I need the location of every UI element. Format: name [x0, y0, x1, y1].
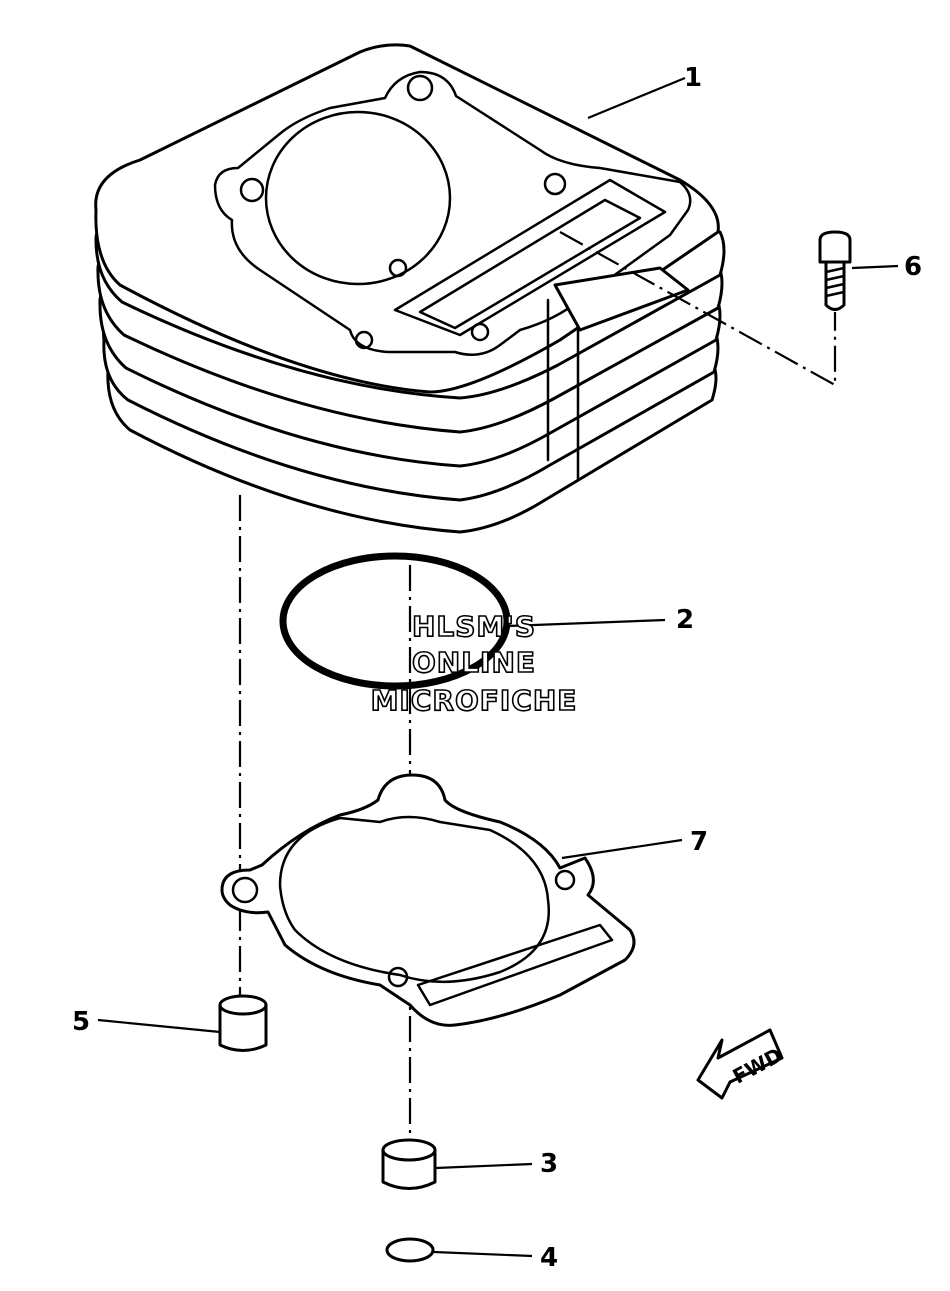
dowel-pin-center-part — [381, 1138, 437, 1190]
cylinder-bore — [264, 110, 452, 286]
cylinder-side-boss-edge — [546, 298, 580, 482]
callout-7: 7 — [690, 827, 708, 857]
leader-line-4 — [433, 1250, 533, 1258]
stud-hole — [354, 330, 374, 350]
leader-line-5 — [97, 1018, 221, 1034]
callout-5: 5 — [72, 1007, 90, 1037]
cam-chain-tunnel — [393, 178, 667, 337]
gasket-dowel-hole — [231, 876, 259, 904]
callout-2: 2 — [676, 605, 694, 635]
cylinder-top-deck — [94, 43, 720, 394]
base-gasket-part — [220, 773, 636, 1027]
gasket-bolt-hole — [554, 869, 576, 891]
small-o-ring-part — [385, 1237, 435, 1263]
bolt-thread — [824, 266, 846, 298]
stud-hole — [406, 74, 434, 102]
base-gasket-outline — [220, 773, 636, 1027]
leader-line-7 — [561, 838, 683, 860]
o-ring-part — [279, 552, 511, 690]
cylinder-head-face — [213, 70, 692, 357]
watermark-line-2: ONLINE — [412, 646, 536, 679]
callout-1: 1 — [684, 63, 702, 93]
forward-direction-indicator: FWD — [696, 1028, 786, 1100]
dowel-pin-center-top — [381, 1138, 437, 1162]
cam-chain-tunnel-inner — [418, 198, 642, 330]
leader-line-2 — [507, 618, 666, 628]
stud-hole — [543, 172, 567, 196]
stud-hole — [388, 258, 408, 278]
watermark-line-1: HLSM'S — [412, 610, 536, 643]
callout-6: 6 — [904, 252, 922, 282]
cylinder-part — [94, 43, 726, 534]
dowel-pin-top — [218, 994, 268, 1016]
leader-line-6 — [851, 264, 899, 270]
alignment-line-bolt — [559, 231, 837, 387]
bolt-part — [818, 230, 852, 311]
dowel-pin-part — [218, 994, 268, 1052]
gasket-chain-slot — [416, 923, 614, 1007]
watermark-line-3: MICROFICHE — [371, 684, 578, 717]
gasket-bolt-hole — [387, 966, 409, 988]
bolt-head — [818, 230, 852, 264]
callout-4: 4 — [540, 1243, 558, 1273]
base-gasket-bore — [278, 815, 551, 984]
fwd-arrow-icon — [696, 1028, 784, 1100]
leader-line-3 — [435, 1162, 533, 1170]
callout-3: 3 — [540, 1149, 558, 1179]
stud-hole — [239, 177, 265, 203]
leader-line-1 — [587, 76, 686, 120]
dowel-pin-body — [218, 1003, 268, 1052]
